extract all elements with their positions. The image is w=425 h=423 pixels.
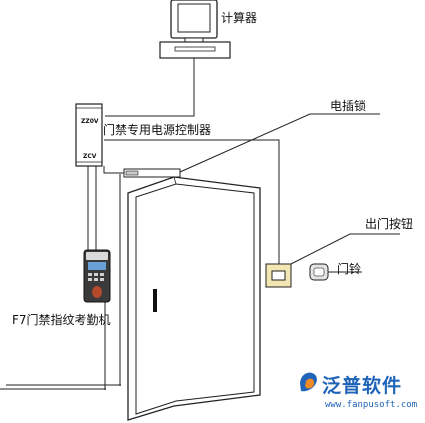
brand-name: 泛普软件 (322, 375, 403, 397)
door (127, 176, 261, 421)
power-controller-label: 门禁专用电源控制器 (103, 123, 212, 137)
controller-mark-bottom: ZCV (83, 153, 97, 160)
exit-button-box (265, 263, 292, 288)
electric-lock-label: 电插锁 (330, 99, 367, 113)
doorbell-icon (309, 263, 329, 281)
keypad (88, 273, 104, 281)
brand-url: www.fanpusoft.com (325, 400, 418, 410)
leader-lines (179, 113, 400, 273)
computer-label: 计算器 (221, 11, 258, 25)
doorbell-label: 门铃 (337, 262, 362, 276)
computer-icon (159, 0, 231, 59)
power-controller: ZZ0V ZCV (75, 103, 103, 167)
wiring (0, 58, 280, 390)
door-handle (153, 289, 157, 312)
controller-mark-top: ZZ0V (81, 118, 99, 125)
fingerprint-sensor (92, 286, 102, 298)
fingerprint-machine-label: F7门禁指纹考勤机 (12, 313, 111, 327)
electric-lock (123, 168, 181, 178)
brand-logo-icon (300, 372, 317, 392)
fingerprint-screen (88, 262, 106, 270)
fingerprint-machine (83, 249, 111, 303)
exit-button-label: 出门按钮 (365, 217, 414, 231)
